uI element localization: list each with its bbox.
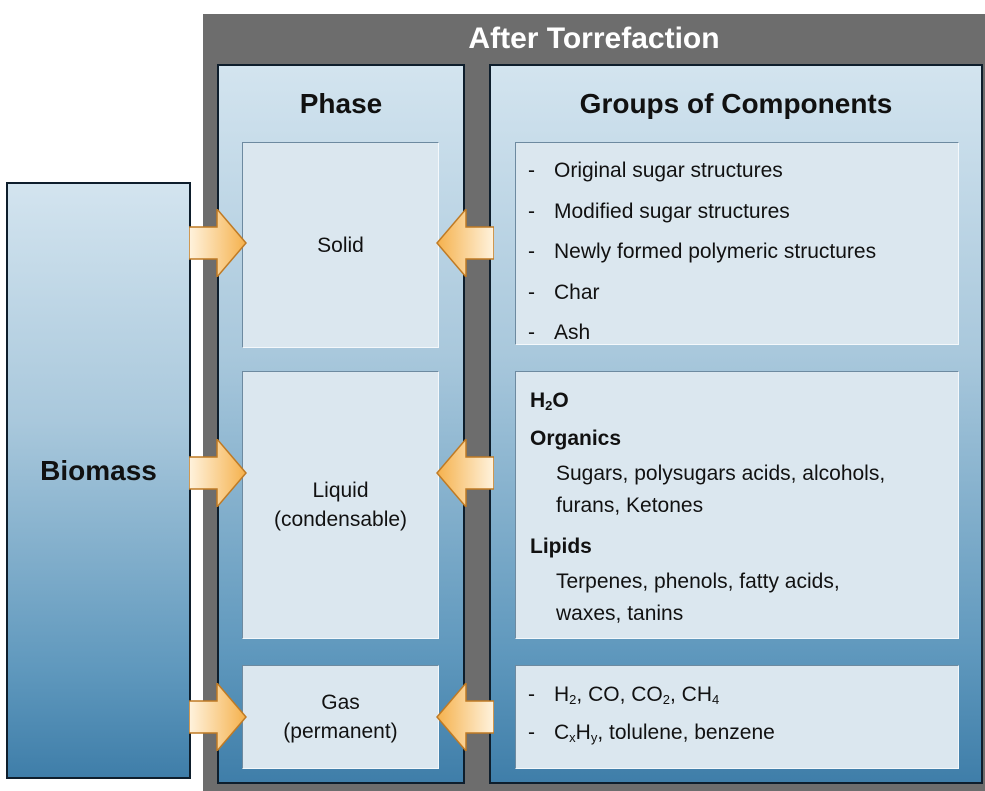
- formula-fragment: H: [575, 721, 591, 744]
- bullet-dash: -: [528, 280, 535, 304]
- arrow-gas-components-to-phase: [436, 683, 494, 751]
- phase-solid-box: Solid: [242, 142, 439, 348]
- component-text: Modified sugar structures: [554, 199, 790, 223]
- phase-gas-label: Gas: [321, 691, 360, 714]
- arrow-solid-components-to-phase: [436, 209, 494, 277]
- arrow-liquid-components-to-phase: [436, 439, 494, 507]
- organics-line: furans, Ketones: [556, 494, 704, 517]
- solid-component-item: -Char: [528, 273, 958, 314]
- gas-components-box: -H2, CO, CO2, CH4 -CxHy, tolulene, benze…: [515, 665, 959, 769]
- biomass-block: [6, 182, 191, 779]
- formula-subscript: y: [590, 730, 598, 745]
- component-text: Newly formed polymeric structures: [554, 240, 877, 263]
- diagram-title: After Torrefaction: [468, 22, 720, 55]
- gas-component-item: -CxHy, tolulene, benzene: [528, 714, 958, 752]
- solid-component-item: -Newly formed polymeric structures: [528, 232, 958, 273]
- formula-fragment: , CH: [669, 683, 712, 706]
- formula-fragment: O: [552, 389, 569, 412]
- groups-heading: Groups of Components: [579, 88, 893, 119]
- lipids-line: Terpenes, phenols, fatty acids,: [556, 570, 840, 593]
- phase-solid-label: Solid: [317, 233, 364, 257]
- biomass-label: Biomass: [40, 455, 157, 486]
- bullet-dash: -: [528, 721, 535, 744]
- solid-component-item: -Original sugar structures: [528, 151, 958, 192]
- solid-component-item: -Ash: [528, 313, 958, 354]
- formula-subscript: 2: [662, 692, 670, 707]
- arrow-biomass-to-solid: [189, 209, 247, 277]
- component-text: Char: [554, 280, 600, 304]
- formula-fragment: H: [530, 389, 546, 412]
- component-text: Original sugar structures: [554, 159, 783, 182]
- formula-fragment: , CO, CO: [576, 683, 663, 706]
- lipids-heading: Lipids: [530, 535, 592, 558]
- phase-gas-box: Gas (permanent): [242, 665, 439, 769]
- formula-subscript: 2: [569, 692, 577, 707]
- lipids-line: waxes, tanins: [556, 602, 684, 625]
- phase-heading: Phase: [299, 88, 383, 119]
- bullet-dash: -: [528, 683, 535, 706]
- arrow-biomass-to-liquid: [189, 439, 247, 507]
- phase-liquid-box: Liquid (condensable): [242, 371, 439, 639]
- organics-line: Sugars, polysugars acids, alcohols,: [556, 462, 886, 485]
- organics-list: Sugars, polysugars acids, alcohols, fura…: [530, 458, 958, 522]
- formula-fragment: C: [554, 721, 570, 744]
- solid-component-item: -Modified sugar structures: [528, 192, 958, 233]
- gas-component-item: -H2, CO, CO2, CH4: [528, 676, 958, 714]
- phase-gas-qualifier: (permanent): [283, 720, 398, 743]
- formula-fragment: H: [554, 683, 570, 706]
- phase-liquid-qualifier: (condensable): [273, 508, 408, 531]
- formula-subscript: 2: [545, 398, 553, 413]
- liquid-components-box: H2O Organics Sugars, polysugars acids, a…: [515, 371, 959, 639]
- phase-liquid-label: Liquid: [312, 479, 369, 502]
- formula-subscript: x: [569, 730, 576, 745]
- component-text: Ash: [554, 321, 591, 344]
- arrow-biomass-to-gas: [189, 683, 247, 751]
- water-formula: H2O: [530, 382, 958, 420]
- formula-subscript: 4: [711, 692, 720, 707]
- lipids-list: Terpenes, phenols, fatty acids, waxes, t…: [530, 566, 958, 630]
- bullet-dash: -: [528, 159, 535, 182]
- formula-fragment: , tolulene, benzene: [597, 721, 775, 744]
- organics-heading: Organics: [530, 427, 622, 450]
- bullet-dash: -: [528, 199, 535, 223]
- solid-components-box: -Original sugar structures -Modified sug…: [515, 142, 959, 345]
- bullet-dash: -: [528, 321, 535, 344]
- bullet-dash: -: [528, 240, 535, 263]
